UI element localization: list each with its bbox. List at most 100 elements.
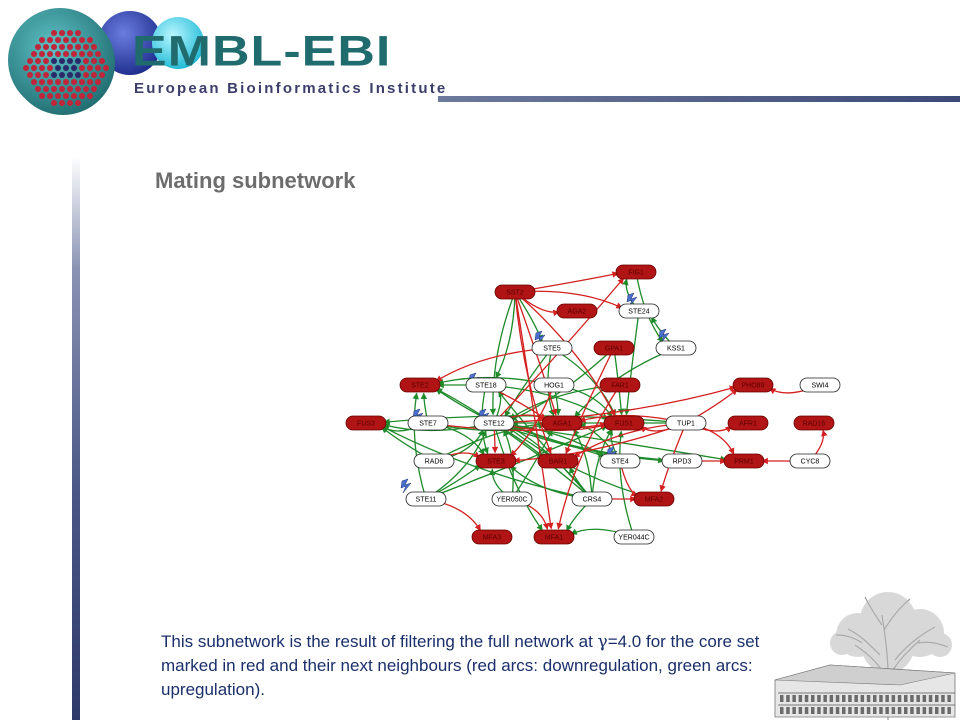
node-shape <box>599 377 641 393</box>
logo-dot <box>87 51 93 57</box>
node-shape <box>789 453 831 469</box>
network-node: STE5 <box>531 340 573 356</box>
logo-dot <box>75 44 81 50</box>
node-shape <box>541 415 583 431</box>
slide-caption: This subnetwork is the result of filteri… <box>161 630 801 702</box>
node-shape <box>475 453 517 469</box>
node-label: RPD3 <box>673 459 692 466</box>
network-node: SWI4 <box>799 377 841 393</box>
logo-dot <box>35 72 41 78</box>
node-label: YER044C <box>618 535 649 542</box>
logo-dot <box>47 65 53 71</box>
building-window <box>842 707 846 714</box>
logo-dot <box>55 65 61 71</box>
building-window <box>941 707 945 714</box>
building-window <box>873 707 877 714</box>
node-label: STE12 <box>483 421 505 428</box>
building-window <box>928 695 933 702</box>
node-label: KSS1 <box>667 346 685 353</box>
building-window <box>811 695 815 702</box>
node-label: PRM1 <box>734 459 754 466</box>
logo-dot <box>95 51 101 57</box>
logo-dot <box>87 65 93 71</box>
logo-dot <box>95 79 101 85</box>
logo-dot <box>39 51 45 57</box>
logo-dot <box>75 100 81 106</box>
building-window <box>897 695 902 702</box>
node-shape <box>661 453 703 469</box>
logo-dot <box>91 72 97 78</box>
node-label: FUS1 <box>615 421 633 428</box>
lightning-icon <box>534 330 546 346</box>
node-shape <box>665 415 707 431</box>
building-window <box>817 695 821 702</box>
logo-dot <box>55 37 61 43</box>
logo-dot <box>43 44 49 50</box>
node-shape <box>471 529 513 545</box>
logo-dot <box>39 79 45 85</box>
node-shape <box>556 303 598 319</box>
logo-dot <box>55 93 61 99</box>
node-label: STE3 <box>487 459 505 466</box>
logo-dot <box>87 79 93 85</box>
node-shape <box>599 453 641 469</box>
node-label: CRS4 <box>583 497 602 504</box>
building-window <box>891 707 896 714</box>
building-window <box>854 707 858 714</box>
logo-dot <box>51 30 57 36</box>
logo-dot <box>59 58 65 64</box>
building-window <box>786 695 790 702</box>
logo-dot <box>63 37 69 43</box>
building-window <box>804 695 809 702</box>
logo-dot <box>67 86 73 92</box>
network-node: MFA3 <box>471 529 513 545</box>
node-label: BAR1 <box>549 459 567 466</box>
logo-dot <box>27 72 33 78</box>
building-window <box>823 707 827 714</box>
upregulation-arc <box>435 388 593 500</box>
logo-dot <box>71 37 77 43</box>
logo-dot <box>75 72 81 78</box>
building-window <box>848 695 852 702</box>
logo-dot <box>79 51 85 57</box>
node-label: PHO89 <box>742 383 765 390</box>
logo-dot <box>39 65 45 71</box>
cyan-circle-icon <box>152 17 204 69</box>
network-node: AGA1 <box>541 415 583 431</box>
logo-dot <box>87 37 93 43</box>
network-node: YER050C <box>491 491 533 507</box>
node-label: AGA2 <box>568 309 587 316</box>
logo-dot <box>79 65 85 71</box>
building-window <box>885 707 889 714</box>
logo-dot <box>79 37 85 43</box>
downregulation-arc <box>510 384 555 457</box>
node-shape <box>407 415 449 431</box>
network-node: STE2 <box>399 377 441 393</box>
slide-title: Mating subnetwork <box>155 168 356 193</box>
network-node: STE4 <box>599 453 641 469</box>
logo-dot <box>51 44 57 50</box>
building-window <box>891 695 896 702</box>
logo-dot <box>39 37 45 43</box>
building-window <box>854 695 858 702</box>
logo-dot <box>59 100 65 106</box>
building-window <box>916 707 920 714</box>
building-window <box>897 707 902 714</box>
logo-dot <box>55 51 61 57</box>
node-label: AFR1 <box>739 421 757 428</box>
building-window <box>817 707 821 714</box>
network-node: FAR1 <box>599 377 641 393</box>
building-window <box>910 707 914 714</box>
logo-dot <box>51 58 57 64</box>
logo-dot <box>47 93 53 99</box>
node-shape <box>618 303 660 319</box>
node-shape <box>727 415 769 431</box>
caption-text-start: This subnetwork is the result of filteri… <box>161 632 598 651</box>
logo-dot <box>59 44 65 50</box>
node-shape <box>405 491 447 507</box>
logo-dot <box>83 44 89 50</box>
node-shape <box>345 415 387 431</box>
teal-circle-icon <box>11 11 115 115</box>
logo-dot <box>83 72 89 78</box>
node-label: STE5 <box>543 346 561 353</box>
